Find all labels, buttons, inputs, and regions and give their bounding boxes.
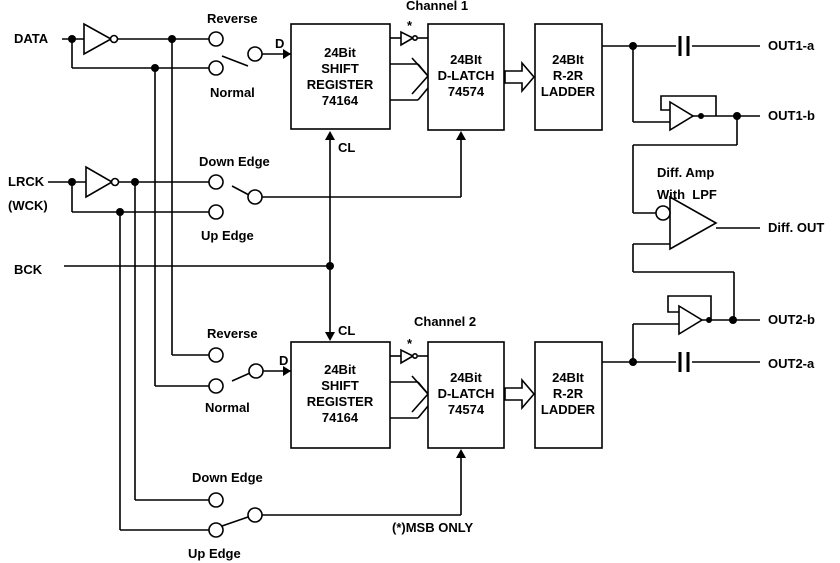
ch2-shift-register-line4: 74164 [322, 410, 359, 425]
ch2-shift-register-line1: 24Bit [324, 362, 356, 377]
ch1-msb-star: * [407, 18, 413, 33]
ch2-switch-arm [231, 372, 251, 382]
ch1-r2r-ladder: 24BIt R-2R LADDER [534, 23, 603, 131]
ch1-shift-register: 24Bit SHIFT REGISTER 74164 [283, 23, 391, 130]
out1b-label: OUT1-b [768, 108, 815, 123]
ch1-output-wiring [602, 36, 760, 214]
ch2-register-to-latch-bus [390, 348, 430, 419]
ch1-ladder-line2: R-2R [553, 68, 584, 83]
ch2-edge-selector-switch[interactable] [208, 449, 466, 538]
ch2-cl-label: CL [338, 323, 355, 338]
ch2-msb-buffer-icon [400, 348, 415, 365]
ch1-edge-switch-arm [231, 185, 250, 196]
ch2-shift-register-line2: SHIFT [321, 378, 359, 393]
ch2-latch-to-ladder-arrow [504, 377, 536, 411]
ch2-d-latch: 24Bit D-LATCH 74574 [427, 341, 505, 449]
data-inverter-icon [83, 22, 113, 56]
lrck-inverter-icon [85, 165, 114, 199]
ch1-cl-label: CL [338, 140, 355, 155]
ch1-d-latch-line1: 24BIt [450, 52, 482, 67]
ch1-latch-to-ladder-arrow [504, 60, 536, 94]
ch2-shift-register-line3: REGISTER [307, 394, 374, 409]
ch1-ladder-line3: LADDER [541, 84, 596, 99]
ch1-shift-register-line2: SHIFT [321, 61, 359, 76]
lrck-wiring [48, 165, 209, 531]
ch2-output-wiring [602, 295, 760, 372]
data-wiring [62, 22, 209, 387]
ch1-shift-register-line4: 74164 [322, 93, 359, 108]
bck-input-label: BCK [14, 262, 43, 277]
ch1-switch-arm [221, 55, 249, 67]
ch1-buffer-amp-icon [669, 100, 695, 132]
ch1-normal-label: Normal [210, 85, 255, 100]
ch1-ladder-line1: 24BIt [552, 52, 584, 67]
ch2-ladder-line2: R-2R [553, 386, 584, 401]
ch1-d-latch: 24BIt D-LATCH 74574 [427, 23, 505, 131]
diff-amp-subtitle: With LPF [657, 187, 717, 202]
ch1-d-latch-line3: 74574 [448, 84, 485, 99]
ch1-shift-register-line1: 24Bit [324, 45, 356, 60]
ch2-data-selector-switch[interactable] [208, 347, 291, 394]
ch1-shift-register-line3: REGISTER [307, 77, 374, 92]
diff-amp-icon [669, 195, 718, 251]
ch2-r2r-ladder: 24BIt R-2R LADDER [534, 341, 603, 449]
channel2-title: Channel 2 [414, 314, 476, 329]
out1a-label: OUT1-a [768, 38, 815, 53]
ch2-d-latch-line1: 24Bit [450, 370, 482, 385]
ch2-ladder-line3: LADDER [541, 402, 596, 417]
ch1-d-label: D [275, 36, 284, 51]
ch2-shift-register: 24Bit SHIFT REGISTER 74164 [283, 341, 391, 449]
diff-out-label: Diff. OUT [768, 220, 824, 235]
ch2-up-edge-label: Up Edge [188, 546, 241, 561]
ch1-reverse-label: Reverse [207, 11, 258, 26]
ch2-d-latch-line2: D-LATCH [438, 386, 495, 401]
msb-only-footnote: (*)MSB ONLY [392, 520, 473, 535]
out2b-label: OUT2-b [768, 312, 815, 327]
out2a-label: OUT2-a [768, 356, 815, 371]
ch2-msb-star: * [407, 336, 413, 351]
ch2-buffer-amp-icon [678, 304, 704, 336]
ch2-d-label: D [279, 353, 288, 368]
ch2-reverse-label: Reverse [207, 326, 258, 341]
diff-amp-title: Diff. Amp [657, 165, 714, 180]
ch2-d-latch-line3: 74574 [448, 402, 485, 417]
ch1-d-latch-line2: D-LATCH [438, 68, 495, 83]
wck-input-label: (WCK) [8, 198, 48, 213]
ch2-edge-switch-arm [221, 516, 249, 527]
ch2-ladder-line1: 24BIt [552, 370, 584, 385]
lrck-input-label: LRCK [8, 174, 45, 189]
ch1-register-to-latch-bus [390, 30, 430, 101]
ch1-down-edge-label: Down Edge [199, 154, 270, 169]
ch2-normal-label: Normal [205, 400, 250, 415]
bck-wiring [64, 131, 335, 341]
channel1-title: Channel 1 [406, 0, 468, 13]
diff-amp [632, 195, 760, 318]
ch1-edge-selector-switch[interactable] [208, 131, 466, 220]
data-input-label: DATA [14, 31, 49, 46]
ch1-up-edge-label: Up Edge [201, 228, 254, 243]
ch1-msb-buffer-icon [400, 30, 415, 47]
ch2-down-edge-label: Down Edge [192, 470, 263, 485]
